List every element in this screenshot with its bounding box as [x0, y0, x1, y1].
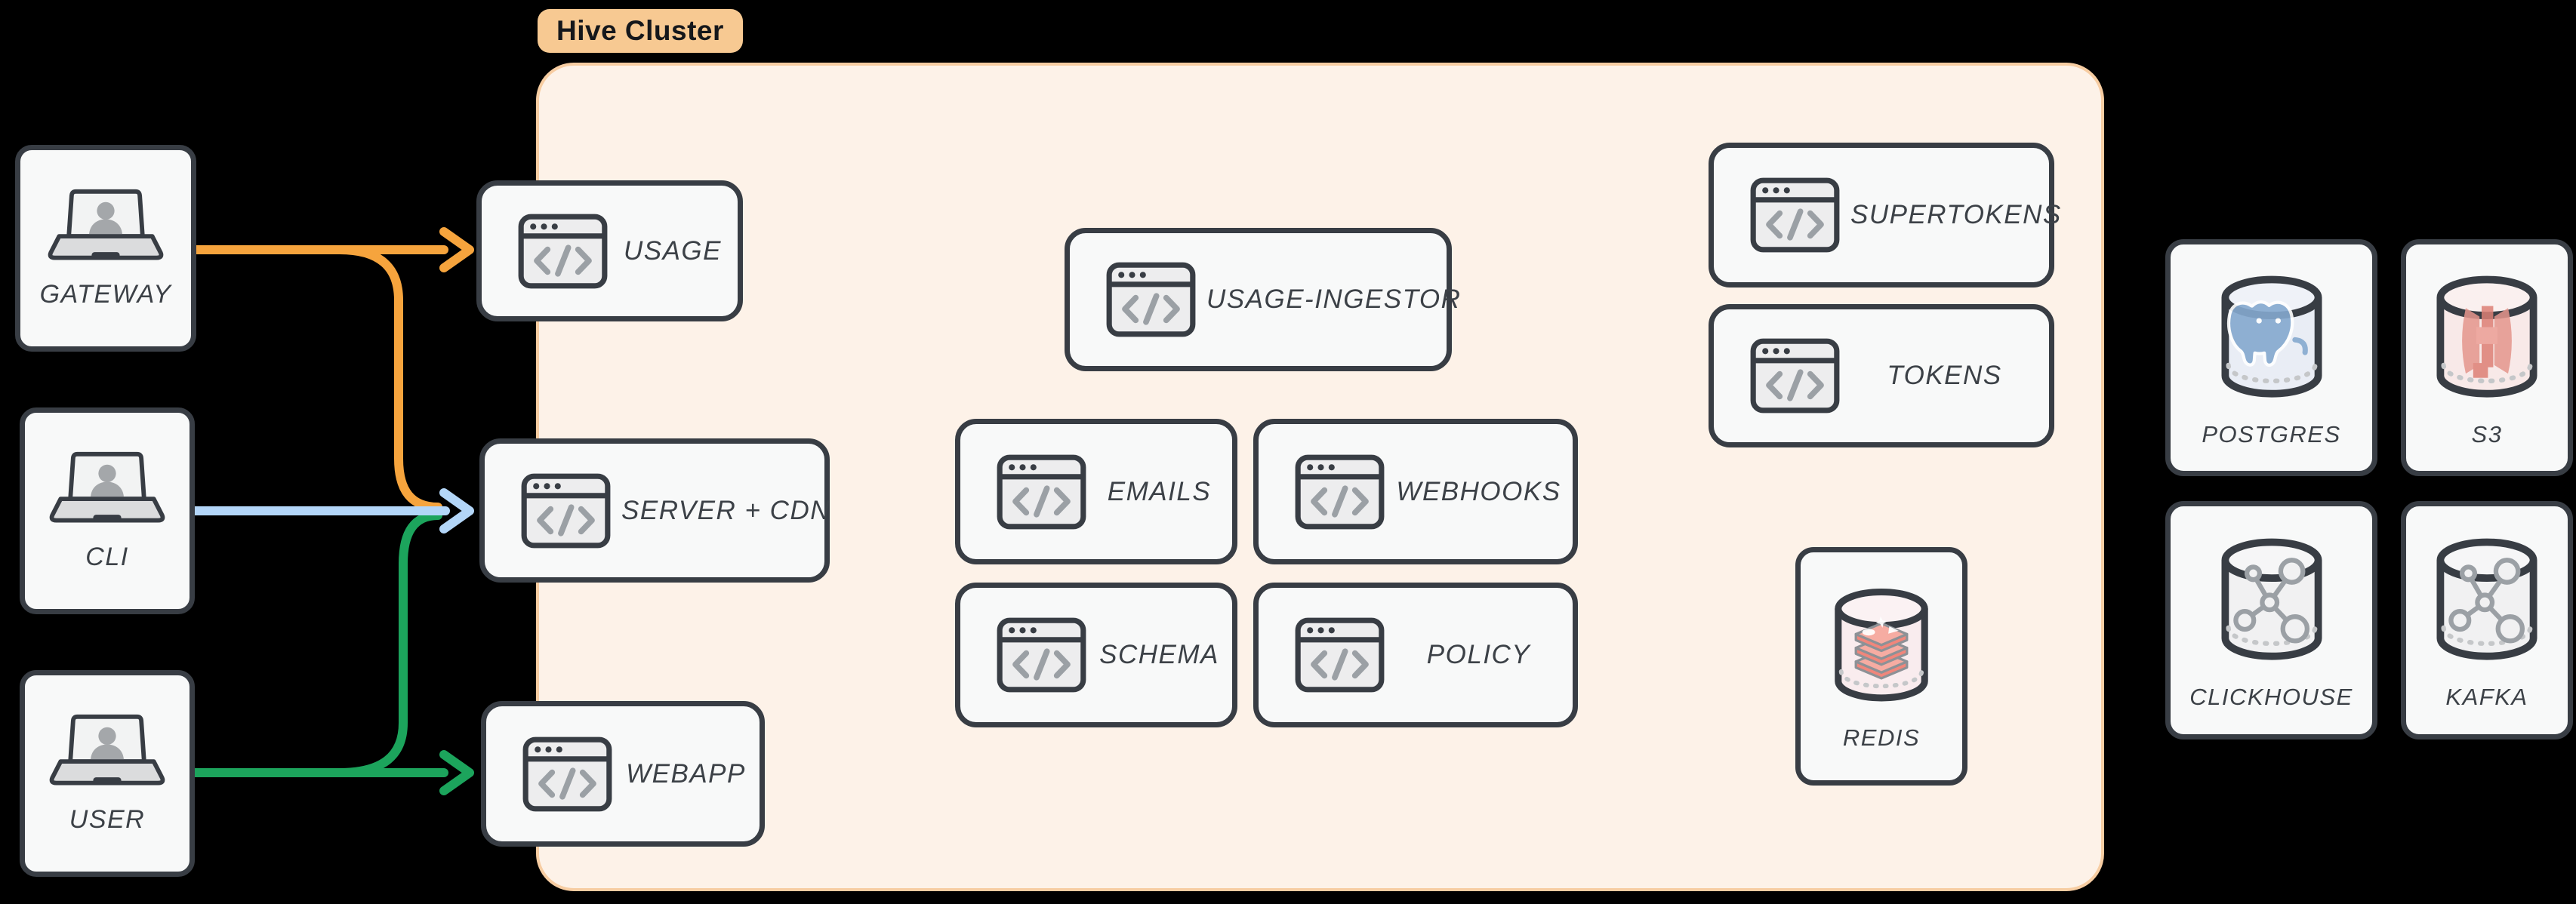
- service-label: POLICY: [1426, 640, 1531, 669]
- actor-cli: CLI: [20, 407, 195, 614]
- hive-cluster-tag: Hive Cluster: [538, 9, 743, 53]
- service-emails: EMAILS: [955, 419, 1237, 564]
- datastore-label: S3: [2471, 420, 2503, 447]
- s3-bucket-icon: [2423, 268, 2550, 407]
- redis-database-icon: [1823, 581, 1940, 711]
- service-schema: SCHEMA: [955, 583, 1237, 727]
- service-label: WEBAPP: [626, 758, 746, 789]
- service-label: SUPERTOKENS: [1850, 200, 2062, 229]
- service-label: SCHEMA: [1099, 640, 1219, 669]
- code-window-icon: [518, 214, 608, 289]
- code-window-icon: [521, 473, 611, 549]
- code-window-icon: [1750, 177, 1840, 253]
- edge-cli-server-cdn-arrowhead: [439, 488, 474, 533]
- service-label: USAGE: [623, 235, 723, 266]
- hive-cluster-tag-label: Hive Cluster: [556, 15, 724, 46]
- service-supertokens: SUPERTOKENS: [1709, 143, 2060, 287]
- service-usage: USAGE: [476, 180, 743, 321]
- actor-user: USER: [20, 670, 195, 877]
- code-window-icon: [1295, 617, 1385, 693]
- datastore-kafka: KAFKA: [2401, 501, 2573, 739]
- postgres-database-icon: [2208, 268, 2335, 407]
- clickhouse-database-icon: [2208, 530, 2335, 670]
- edge-user-webapp-arrowhead: [439, 750, 474, 795]
- service-webhooks: WEBHOOKS: [1253, 419, 1578, 564]
- edge-gateway-usage-arrowhead: [439, 227, 474, 272]
- code-window-icon: [522, 736, 612, 812]
- datastore-label: CLICKHOUSE: [2189, 683, 2353, 710]
- datastore-s3: S3: [2401, 239, 2573, 476]
- service-webapp: WEBAPP: [481, 701, 765, 847]
- datastore-label: KAFKA: [2445, 683, 2528, 710]
- edge-gateway-server-cdn: [335, 245, 442, 512]
- actor-label: CLI: [85, 543, 129, 571]
- service-label: EMAILS: [1107, 476, 1212, 506]
- laptop-user-icon: [49, 712, 165, 793]
- datastore-redis: REDIS: [1795, 547, 1967, 786]
- laptop-user-icon: [48, 187, 164, 268]
- datastore-clickhouse: CLICKHOUSE: [2165, 501, 2377, 739]
- service-usage-ingestor: USAGE-INGESTOR: [1065, 228, 1460, 371]
- service-label: WEBHOOKS: [1396, 476, 1561, 506]
- service-tokens: TOKENS: [1709, 304, 2054, 447]
- datastore-label: REDIS: [1842, 724, 1921, 751]
- laptop-user-icon: [49, 450, 165, 530]
- service-label: TOKENS: [1887, 361, 2002, 390]
- code-window-icon: [997, 617, 1086, 693]
- actor-label: GATEWAY: [39, 280, 172, 309]
- code-window-icon: [997, 454, 1086, 530]
- edge-user-server-cdn: [335, 511, 442, 777]
- service-server-cdn: SERVER + CDN: [479, 438, 830, 583]
- datastore-postgres: POSTGRES: [2165, 239, 2377, 476]
- actor-label: USER: [69, 805, 146, 834]
- service-label: SERVER + CDN: [621, 495, 831, 525]
- code-window-icon: [1750, 338, 1840, 414]
- service-label: USAGE-INGESTOR: [1206, 284, 1462, 314]
- actor-gateway: GATEWAY: [15, 145, 196, 352]
- datastore-label: POSTGRES: [2202, 420, 2341, 447]
- code-window-icon: [1295, 454, 1385, 530]
- service-policy: POLICY: [1253, 583, 1578, 727]
- kafka-database-icon: [2423, 530, 2550, 670]
- code-window-icon: [1106, 262, 1196, 337]
